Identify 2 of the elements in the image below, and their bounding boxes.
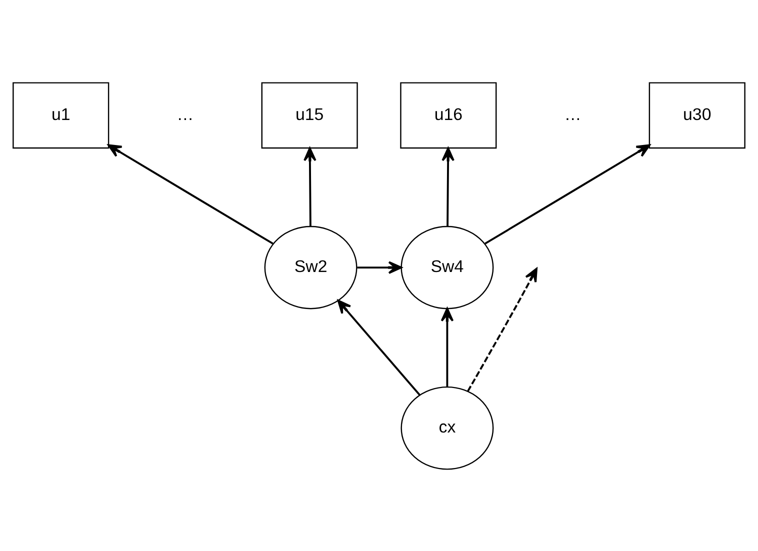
label: …	[176, 104, 194, 124]
label: …	[564, 104, 582, 124]
